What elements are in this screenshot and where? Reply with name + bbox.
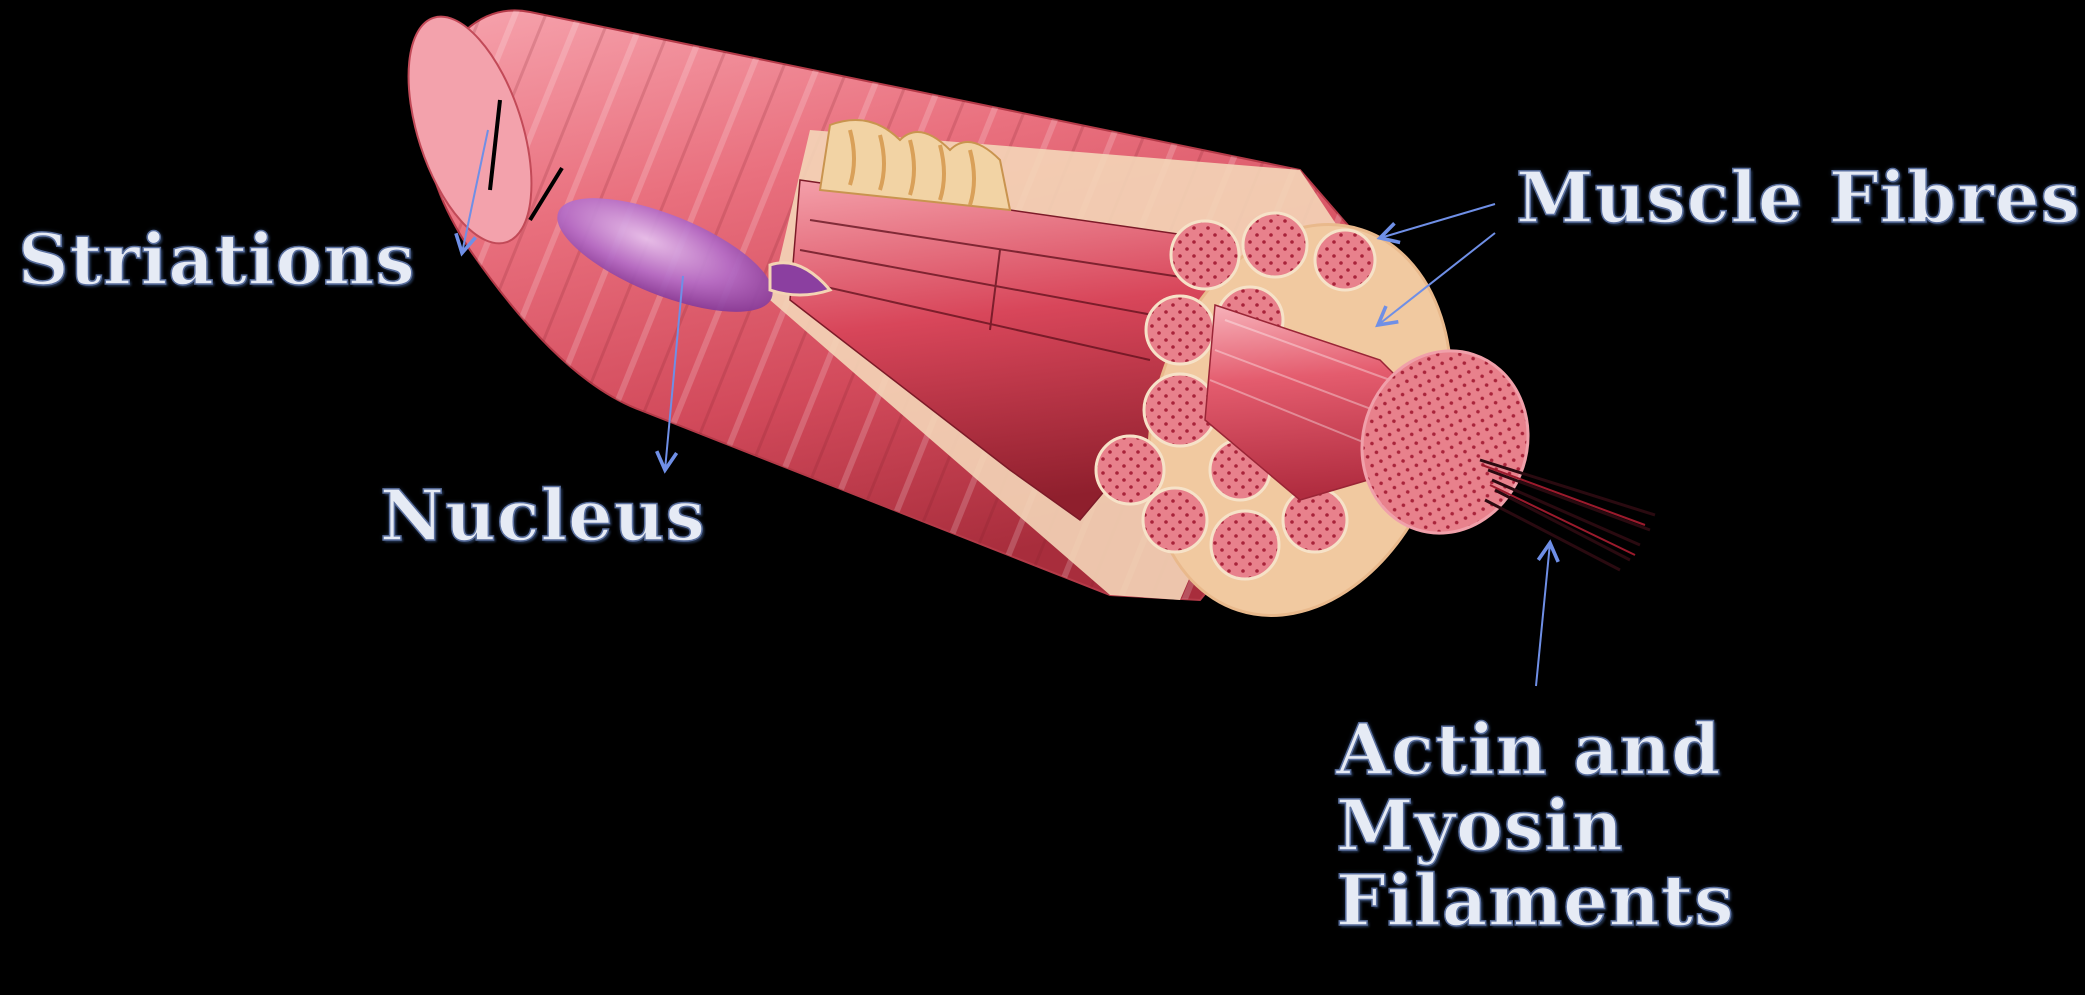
label-actin-line-2: Myosin bbox=[1336, 788, 1734, 864]
actin-myosin-filaments bbox=[1480, 460, 1655, 570]
label-actin-line-1: Actin and bbox=[1336, 712, 1734, 788]
label-striations: Striations bbox=[18, 222, 416, 298]
label-nucleus: Nucleus bbox=[380, 478, 706, 554]
label-muscle-fibres: Muscle Fibres bbox=[1516, 160, 2081, 236]
fibres-arrow-1 bbox=[1380, 204, 1495, 238]
filaments-arrow bbox=[1536, 543, 1550, 686]
label-actin-line-3: Filaments bbox=[1336, 863, 1734, 939]
label-actin-myosin-filaments: Actin and Myosin Filaments bbox=[1336, 712, 1734, 939]
